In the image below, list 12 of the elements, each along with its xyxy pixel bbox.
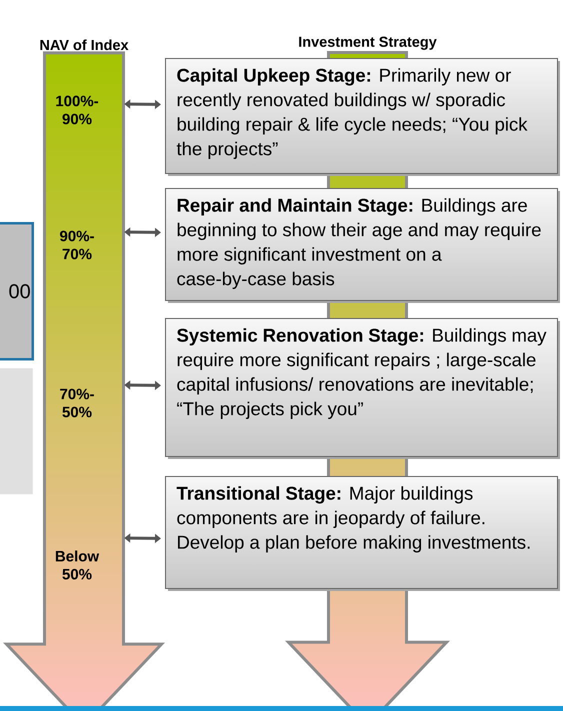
stage-box: Repair and Maintain Stage: Buildings are beginning to show their age and may require more significant investment on a case-by-case basis: [165, 188, 560, 303]
cropped-box: 00: [0, 222, 34, 360]
node-label: NAV of Index: [40, 39, 128, 50]
range-label: 90%- 70%: [60, 230, 94, 260]
cropped-box: [0, 368, 33, 494]
range-label: 100%- 90%: [56, 96, 98, 124]
stage-box: Systemic Renovation Stage: Buildings may require more significant repairs ; large-scale capital infusions/ renovations are inevitable; “The projects pick you”: [165, 318, 560, 459]
range-label: Below 50%: [56, 550, 100, 580]
range-label: 70%- 50%: [60, 388, 94, 418]
node-label: Investment Strategy: [299, 36, 437, 50]
stage-box: Transitional Stage: Major buildings components are in jeopardy of failure. Develop a plan before making investments.: [165, 476, 560, 591]
stage-box: Capital Upkeep Stage: Primarily new or recently renovated buildings w/ sporadic building repair & life cycle needs; “You pick the projects”: [165, 58, 560, 176]
